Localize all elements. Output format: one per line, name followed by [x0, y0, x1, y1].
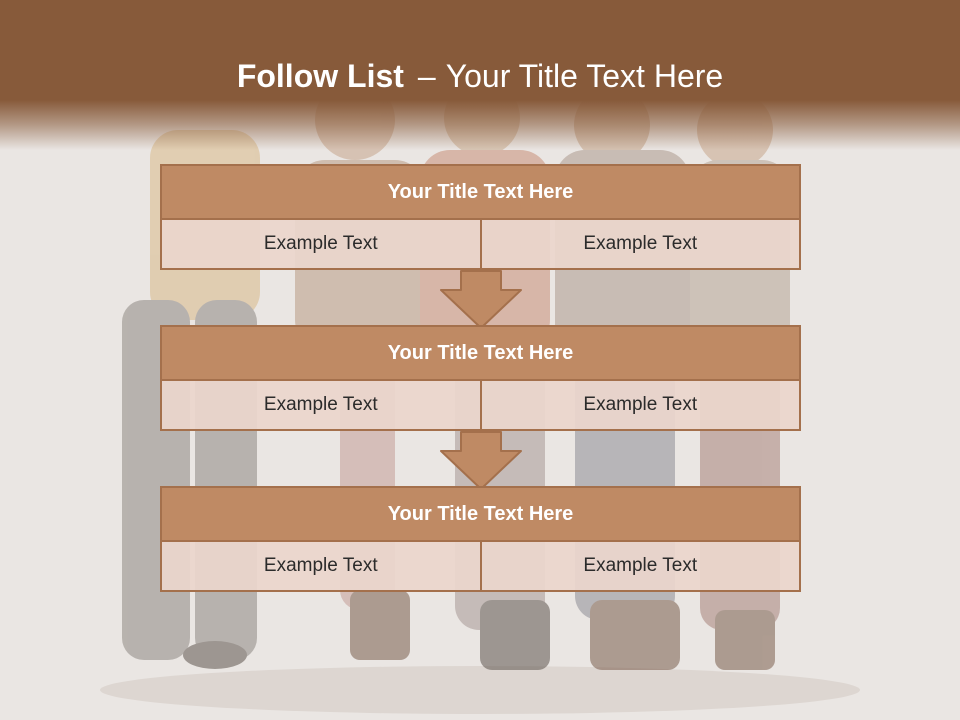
block-heading: Your Title Text Here: [160, 325, 801, 381]
down-arrow-icon: [440, 270, 522, 329]
header-band: [0, 0, 960, 150]
block-row: Example Text Example Text: [160, 381, 801, 431]
block-row: Example Text Example Text: [160, 220, 801, 270]
block-cell: Example Text: [160, 542, 482, 592]
slide-title: Follow List–Your Title Text Here: [0, 52, 960, 100]
block-cell: Example Text: [160, 381, 482, 431]
title-bold: Follow List: [236, 58, 404, 94]
block-row: Example Text Example Text: [160, 542, 801, 592]
block-heading: Your Title Text Here: [160, 486, 801, 542]
block-cell: Example Text: [481, 542, 801, 592]
block-cell: Example Text: [481, 381, 801, 431]
title-separator: –: [417, 58, 436, 94]
down-arrow-icon: [440, 431, 522, 490]
list-block-2: Your Title Text Here Example Text Exampl…: [160, 325, 801, 431]
block-heading: Your Title Text Here: [160, 164, 801, 220]
block-cell: Example Text: [160, 220, 482, 270]
list-block-1: Your Title Text Here Example Text Exampl…: [160, 164, 801, 270]
list-block-3: Your Title Text Here Example Text Exampl…: [160, 486, 801, 592]
title-regular: Your Title Text Here: [445, 58, 724, 94]
block-cell: Example Text: [481, 220, 801, 270]
